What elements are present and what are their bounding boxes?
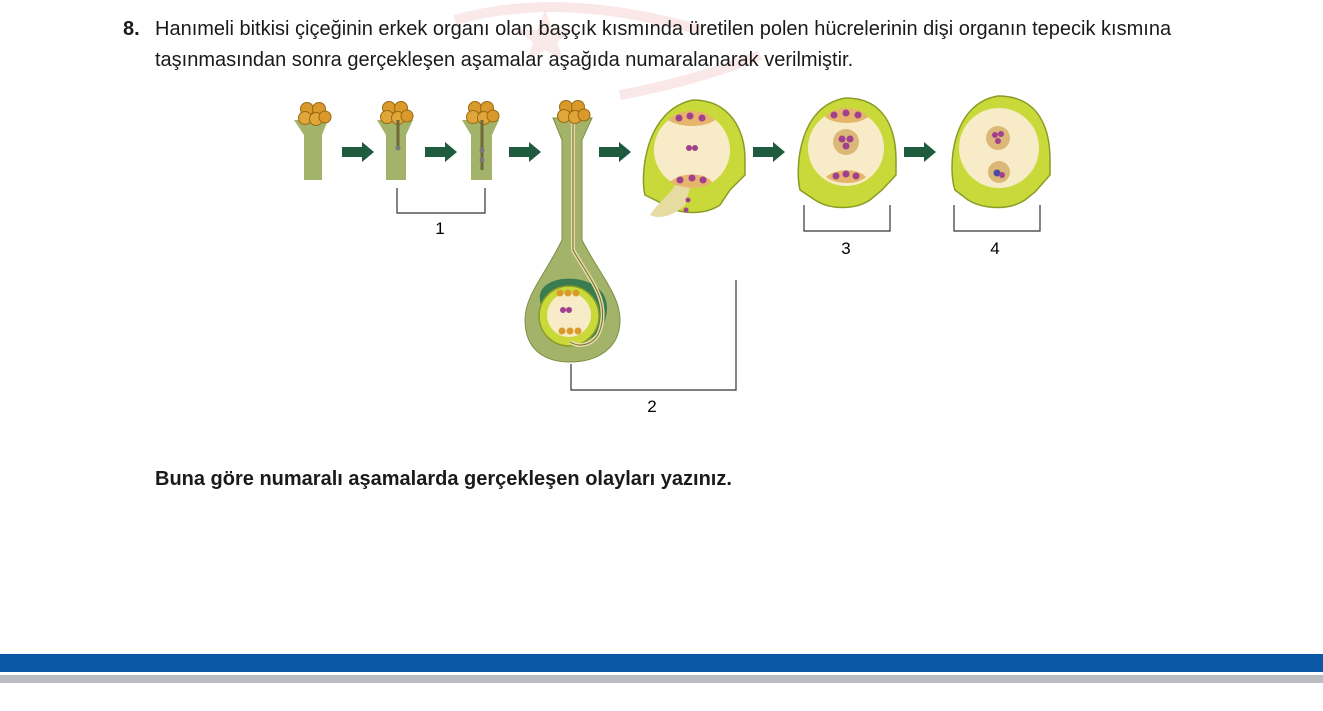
arrow-2 [425, 142, 457, 162]
ovule-stage-embryo [951, 95, 1051, 209]
arrow-4 [599, 142, 631, 162]
arrow-1 [342, 142, 374, 162]
question-number: 8. [123, 18, 140, 40]
arrow-5 [753, 142, 785, 162]
bracket-3 [803, 205, 891, 232]
stigma-stage-b [377, 101, 414, 180]
arrow-3 [509, 142, 541, 162]
stage-label-2: 2 [647, 397, 656, 416]
question-block: 8. Hanımeli bitkisi çiçeğinin erkek orga… [123, 14, 1223, 76]
stage-label-1: 1 [435, 219, 444, 238]
bracket-1 [396, 188, 486, 214]
arrow-6 [904, 142, 936, 162]
stigma-stage-c [462, 101, 500, 180]
answer-prompt: Buna göre numaralı aşamalarda gerçekleşe… [155, 468, 732, 490]
stigma-stage-a [294, 102, 332, 180]
footer-gray-bar [0, 675, 1323, 683]
stage-label-3: 3 [841, 239, 850, 258]
stage-label-4: 4 [990, 239, 999, 258]
ovule-stage-fertilization [642, 99, 746, 217]
bracket-4 [953, 205, 1041, 232]
ovule-stage-zygote [797, 97, 897, 209]
bracket-2 [570, 280, 737, 391]
question-text: Hanımeli bitkisi çiçeğinin erkek organı … [155, 18, 1172, 71]
footer-blue-bar [0, 654, 1323, 672]
pistil-with-pollen-tube [524, 100, 621, 363]
